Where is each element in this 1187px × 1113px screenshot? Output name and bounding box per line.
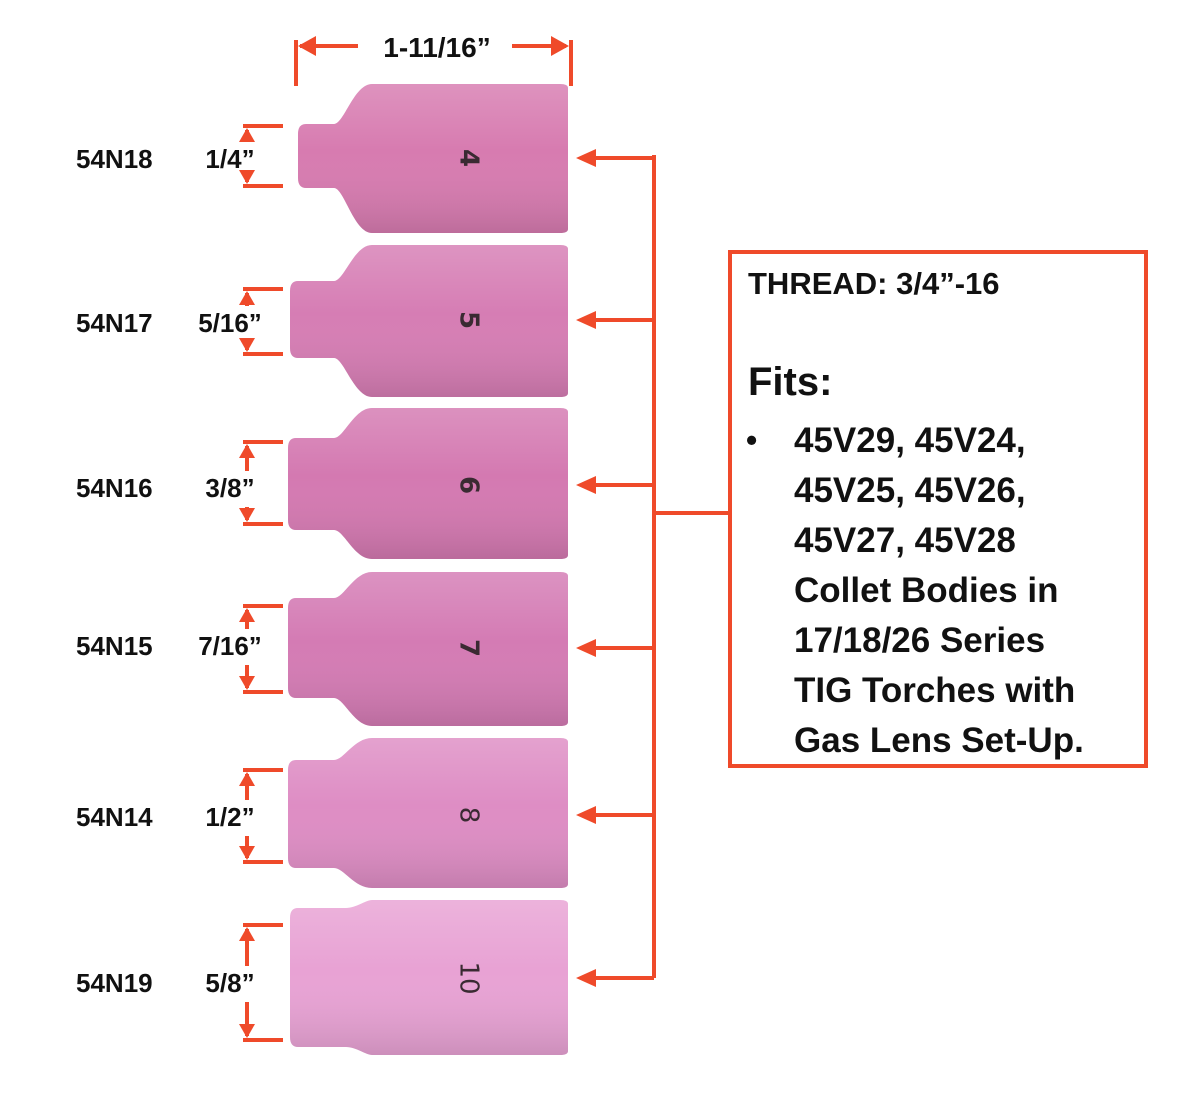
part-number-label: 54N14 [76,802,153,832]
orifice-size-label: 7/16” [198,631,262,661]
arrowhead-up-icon [239,927,255,941]
arrowhead-down-icon [239,1024,255,1038]
gas-cup-shading [288,572,568,726]
arrowhead-down-icon [239,338,255,352]
fits-bracket [652,155,728,978]
cup-number: 5 [454,311,484,329]
fits-line: Gas Lens Set-Up. [794,721,1084,760]
cup-number: 4 [454,149,484,167]
overall-width-label: 1-11/16” [383,32,490,63]
part-number-label: 54N19 [76,968,153,998]
cup-number: 7 [454,639,484,657]
arrowhead-left-icon [576,311,596,329]
fits-line: 45V27, 45V28 [794,521,1016,560]
orifice-size-label: 5/8” [205,968,254,998]
gas-cup-row: 4 54N18 1/4” [76,84,654,233]
arrowhead-down-icon [239,170,255,184]
part-number-label: 54N16 [76,473,153,503]
arrowhead-left-icon [576,969,596,987]
cup-number: 8 [454,807,484,824]
arrowhead-down-icon [239,846,255,860]
fits-line: 45V29, 45V24, [794,421,1026,460]
orifice-size-label: 5/16” [198,308,262,338]
gas-cup-shading [290,245,568,397]
arrowhead-left-icon [576,639,596,657]
orifice-size-label: 1/2” [205,802,254,832]
gas-cup-shading [288,408,568,559]
orifice-size-label: 3/8” [205,473,254,503]
fits-line: TIG Torches with [794,671,1076,710]
fits-heading: Fits: [748,360,833,404]
arrowhead-left-icon [576,476,596,494]
arrowhead-up-icon [239,608,255,622]
fits-bullet: • [746,422,758,458]
fits-line: 45V25, 45V26, [794,471,1026,510]
thread-fits-box: THREAD: 3/4”-16 Fits: • 45V29, 45V24,45V… [728,250,1148,768]
arrowhead-down-icon [239,508,255,522]
gas-cup-row: 6 54N16 3/8” [76,408,654,559]
cups-layer: 4 54N18 1/4” 5 54N17 5/16” 6 54N16 3/8” 7 54N15 7/1… [76,84,654,1055]
cup-number: 10 [454,961,484,994]
arrowhead-left-icon [576,149,596,167]
gas-cup-row: 5 54N17 5/16” [76,245,654,397]
arrowhead-down-icon [239,676,255,690]
overall-width-dimension [294,36,573,86]
arrowhead-up-icon [239,291,255,305]
part-number-label: 54N18 [76,144,153,174]
gas-cup-shading [288,738,568,888]
gas-cup-row: 7 54N15 7/16” [76,572,654,726]
orifice-size-label: 1/4” [205,144,254,174]
fits-line: 17/18/26 Series [794,621,1046,660]
gas-cup-row: 8 54N14 1/2” [76,738,654,888]
arrowhead-left-icon [576,806,596,824]
thread-spec: THREAD: 3/4”-16 [748,266,1000,301]
arrowhead-up-icon [239,772,255,786]
gas-cup-shading [290,900,568,1055]
arrowhead-up-icon [239,128,255,142]
part-number-label: 54N15 [76,631,153,661]
part-number-label: 54N17 [76,308,153,338]
fits-line: Collet Bodies in [794,571,1059,610]
cup-number: 6 [454,476,484,494]
gas-cup-row: 10 54N19 5/8” [76,900,654,1055]
arrowhead-up-icon [239,444,255,458]
gas-cup-shading [298,84,568,233]
